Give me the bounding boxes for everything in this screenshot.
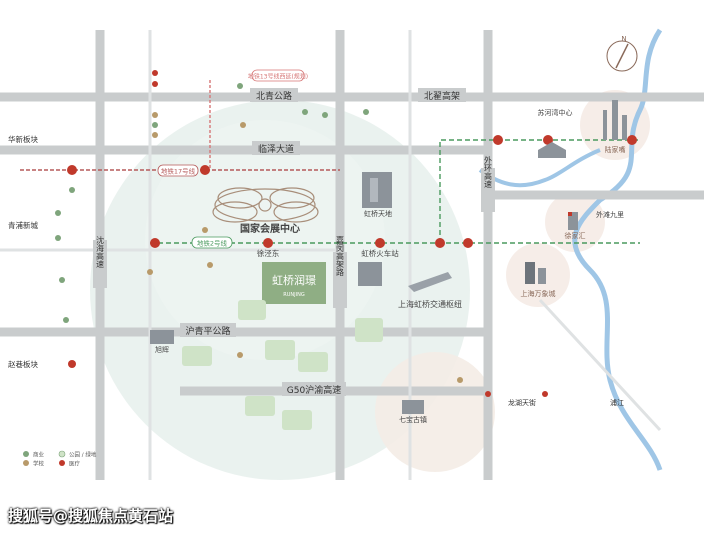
qibao-circle bbox=[375, 352, 495, 472]
waitanjiu-icon bbox=[568, 212, 572, 216]
district-puhuo: 浦江 bbox=[610, 398, 624, 407]
watermark: 搜狐号@搜狐焦点黄石站 bbox=[8, 507, 174, 525]
wanda-icon bbox=[525, 262, 546, 284]
waitanjiu-label: 外滩九里 bbox=[596, 210, 624, 219]
svg-text:地铁17号线: 地铁17号线 bbox=[161, 167, 196, 176]
suhe-label: 苏河湾中心 bbox=[538, 108, 573, 117]
project-marker: 虹桥润璟 RUNJING bbox=[262, 262, 326, 304]
jiuting-icon bbox=[150, 330, 174, 344]
district-longhu: 龙湖天街 bbox=[508, 398, 536, 407]
svg-text:学校: 学校 bbox=[33, 460, 45, 468]
qibao-label: 七宝古镇 bbox=[399, 415, 427, 424]
hongqiao-tiandi-icon bbox=[362, 172, 392, 208]
hub-icon bbox=[358, 262, 452, 292]
road-label-beiqing: 北青公路 bbox=[250, 88, 298, 102]
district-qingpu: 青浦新城 bbox=[8, 220, 38, 230]
road-label-huqingping: 沪青平公路 bbox=[180, 323, 236, 337]
svg-text:嘉闵高架路: 嘉闵高架路 bbox=[336, 235, 345, 276]
suhe-icon bbox=[538, 142, 566, 158]
xujiahui-icon bbox=[568, 212, 578, 230]
svg-text:北翟高架: 北翟高架 bbox=[424, 90, 460, 102]
river-2 bbox=[478, 148, 601, 188]
svg-text:医疗: 医疗 bbox=[69, 460, 81, 468]
road-label-g50: G50沪渝高速 bbox=[282, 382, 346, 396]
district-zhaoxiang: 赵巷板块 bbox=[8, 359, 38, 369]
road-label-beizhai: 北翟高架 bbox=[418, 88, 466, 102]
legend: 商业 公园 / 绿地 学校 医疗 bbox=[23, 451, 97, 468]
hongqiao-tiandi-label: 虹桥天地 bbox=[364, 209, 392, 218]
poi-dots bbox=[55, 70, 548, 397]
metro-line-2b bbox=[439, 139, 640, 243]
station-xujing-east: 徐泾东 bbox=[257, 248, 280, 258]
svg-text:公园 / 绿地: 公园 / 绿地 bbox=[69, 451, 97, 459]
river bbox=[572, 28, 663, 471]
svg-text:沈海高速: 沈海高速 bbox=[96, 235, 105, 269]
district-huaxin: 华新板块 bbox=[8, 134, 38, 144]
svg-text:商业: 商业 bbox=[33, 451, 45, 459]
road-label-sihai: 沈海高速 bbox=[93, 235, 107, 288]
road-label-linze: 临泽大道 bbox=[252, 141, 300, 155]
svg-text:RUNJING: RUNJING bbox=[283, 292, 305, 298]
lujiazui-icon bbox=[603, 100, 627, 140]
metro-label-2: 地铁2号线 bbox=[191, 236, 233, 249]
hub-label: 上海虹桥交通枢纽 bbox=[398, 299, 462, 309]
svg-text:虹桥润璟: 虹桥润璟 bbox=[272, 273, 316, 287]
station-icons bbox=[67, 135, 637, 248]
expo-center-label: 国家会展中心 bbox=[240, 222, 300, 235]
lujiazui-label: 陆家嘴 bbox=[605, 145, 626, 154]
metro-label-17: 地铁17号线 bbox=[157, 164, 199, 177]
svg-text:临泽大道: 临泽大道 bbox=[258, 143, 294, 155]
svg-text:N: N bbox=[621, 35, 626, 43]
svg-text:外环高速: 外环高速 bbox=[484, 155, 493, 189]
svg-text:沪青平公路: 沪青平公路 bbox=[185, 325, 230, 337]
park-blocks bbox=[182, 300, 383, 430]
road-label-waihuan: 外环高速 bbox=[481, 155, 495, 212]
jiuting-label: 旭辉 bbox=[155, 345, 169, 354]
xujiahui-label: 徐家汇 bbox=[565, 231, 586, 240]
compass-icon: N bbox=[606, 35, 638, 72]
svg-text:北青公路: 北青公路 bbox=[256, 90, 292, 102]
wanda-label: 上海万象城 bbox=[521, 289, 556, 298]
expo-center-icon bbox=[212, 187, 319, 223]
svg-text:G50沪渝高速: G50沪渝高速 bbox=[287, 384, 341, 396]
metro-label-13: 地铁13号线西延(规划) bbox=[248, 69, 308, 82]
qibao-icon bbox=[402, 400, 424, 414]
station-hongqiao-railway: 虹桥火车站 bbox=[361, 248, 399, 258]
road-label-jiamin: 嘉闵高架路 bbox=[333, 235, 347, 308]
svg-text:地铁2号线: 地铁2号线 bbox=[197, 239, 228, 248]
svg-text:地铁13号线西延(规划): 地铁13号线西延(规划) bbox=[248, 73, 308, 81]
